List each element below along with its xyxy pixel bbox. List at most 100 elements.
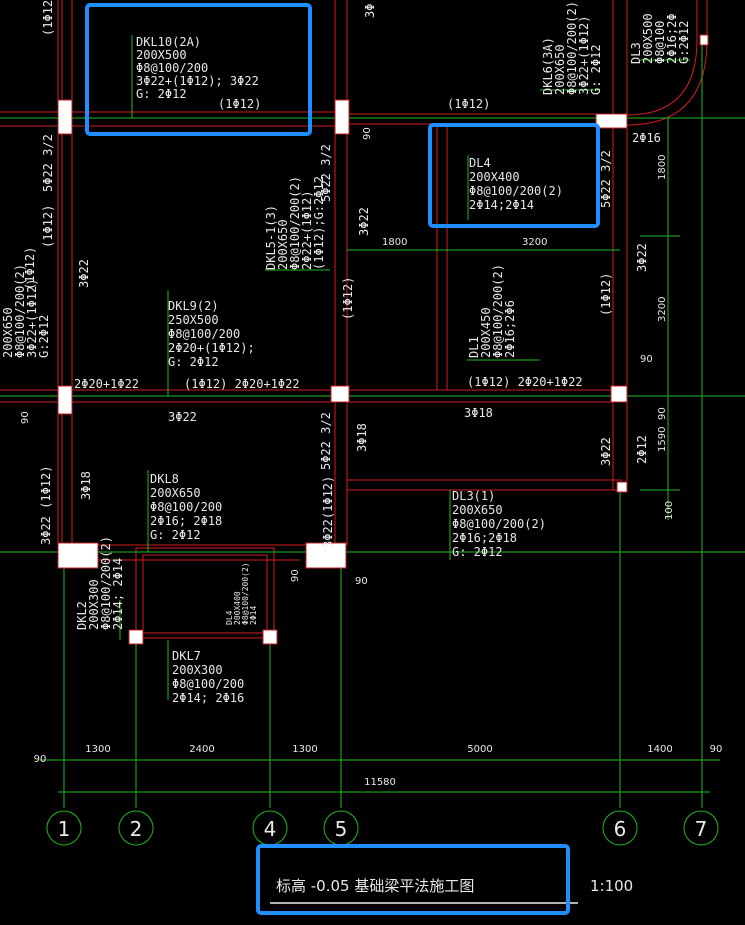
dkl8-name: DKL8 [150, 472, 179, 486]
dl1-under: 3Φ18 [464, 406, 493, 420]
label-dkl6: DKL6(3A) 200X650 Φ8@100/200(2) 3Φ22+(1Φ1… [541, 1, 603, 95]
dkl7-stirrup: Φ8@100/200 [172, 677, 244, 691]
dkl10-side: (1Φ12) [218, 97, 261, 111]
c5-d: 5Φ22 3/2 [319, 412, 333, 470]
dim-bottom-right90: 90 [710, 744, 723, 755]
top-c1: (1Φ12) [41, 0, 55, 36]
axis-label-2: 2 [130, 817, 143, 841]
dkl8-stirrup: Φ8@100/200 [150, 500, 222, 514]
left-beam-top-wrap: (1Φ12) [23, 247, 37, 290]
top-c4: 3Φ [363, 4, 377, 18]
label-dkl2: DKL2 200X300 Φ8@100/200(2) 2Φ14; 2Φ14 [75, 536, 125, 630]
dim-1590r: 1590 [657, 427, 668, 452]
c5-b: 5Φ22 3/2 [319, 144, 333, 202]
dkl5-size: 200X650 [276, 219, 290, 270]
dkl10-size: 200X500 [136, 48, 187, 62]
dkl10-g: G: 2Φ12 [136, 87, 187, 101]
dl3-size: 200X650 [452, 503, 503, 517]
highlight-dkl10 [85, 3, 312, 136]
c5-e: 3Φ22(1Φ12) [321, 476, 335, 548]
c6-b: 3Φ22 [635, 243, 649, 272]
c1-d: 3Φ18 [79, 471, 93, 500]
dim-3200r: 3200 [657, 297, 668, 322]
dl1-name: DL1 [467, 336, 481, 358]
c1-e: 3Φ22 (1Φ12) [39, 466, 53, 545]
dim-90left: 90 [20, 411, 31, 424]
left-beam-g: G:2Φ12 [37, 315, 51, 358]
axis-label-4: 4 [264, 817, 277, 841]
dkl9-left-rebar: 2Φ20+1Φ22 [74, 377, 139, 391]
dl1-row: (1Φ12) 2Φ20+1Φ22 [467, 375, 583, 389]
dim-1800a: 1800 [382, 237, 407, 248]
dkl6-g: G: 2Φ12 [589, 44, 603, 95]
dkl8-rebar: 2Φ16; 2Φ18 [150, 514, 222, 528]
dim-1800r: 1800 [657, 155, 668, 180]
axis-label-5: 5 [335, 817, 348, 841]
dkl5-rebar: 2Φ22+(1Φ12) [300, 191, 314, 270]
dkl6-stirrup: Φ8@100/200(2) [565, 1, 579, 95]
dl4-rebar: 2Φ14;2Φ14 [469, 198, 534, 212]
dl1-size: 200X450 [479, 307, 493, 358]
label-dl4-small: DL4 200X400 Φ8@100/200(2) 2Φ14 [225, 562, 258, 625]
label-dkl8: DKL8 200X650 Φ8@100/200 2Φ16; 2Φ18 G: 2Φ… [150, 472, 222, 542]
dim-total: 11580 [364, 777, 396, 788]
dkl2-size: 200X300 [87, 579, 101, 630]
dkl9-mid-rebar: (1Φ12) 2Φ20+1Φ22 [184, 377, 300, 391]
label-dkl7: DKL7 200X300 Φ8@100/200 2Φ14; 2Φ16 [172, 649, 244, 705]
dl3-g: G: 2Φ12 [452, 545, 503, 559]
dkl10-stirrup: Φ8@100/200 [136, 61, 208, 75]
axis-bubbles: 1 2 4 5 6 7 [46, 810, 719, 846]
c5-a: 3Φ22 [357, 207, 371, 236]
dkl8-size: 200X650 [150, 486, 201, 500]
dkl9-g: G: 2Φ12 [168, 355, 219, 369]
dkl6-rebar: 3Φ22+(1Φ12) [577, 16, 591, 95]
dl3-name: DL3(1) [452, 489, 495, 503]
dim-bottom-left90: 90 [34, 754, 47, 765]
dim-90c: 90 [290, 569, 301, 582]
c1-c: 3Φ22 [77, 259, 91, 288]
label-dkl5: DKL5-1(3) 200X650 Φ8@100/200(2) 2Φ22+(1Φ… [264, 176, 326, 270]
label-dl3: DL3(1) 200X650 Φ8@100/200(2) 2Φ16;2Φ18 G… [452, 489, 546, 559]
dl1-rebar: 2Φ16;2Φ6 [503, 300, 517, 358]
axis-label-1: 1 [58, 817, 71, 841]
dkl6-name: DKL6(3A) [541, 37, 555, 95]
highlight-dl4 [428, 123, 600, 228]
label-dkl9: DKL9(2) 250X500 Φ8@100/200 2Φ20+(1Φ12); … [74, 299, 300, 424]
dimensions: 1800 3200 90 90 90 90 90 1800 3200 90 15… [20, 127, 722, 788]
drawing-title: 标高 -0.05 基础梁平法施工图 [276, 877, 474, 895]
dim-100r: 100 [664, 501, 675, 520]
c6-e: 2Φ16 [632, 131, 661, 145]
dkl5-name: DKL5-1(3) [264, 205, 278, 270]
dl3-top-size: 200X500 [641, 13, 655, 64]
dim-bottom-5000: 5000 [467, 744, 492, 755]
c1-b: (1Φ12) [41, 205, 55, 248]
dim-90r: 90 [657, 407, 668, 420]
axis-label-6: 6 [614, 817, 627, 841]
axis-label-7: 7 [695, 817, 708, 841]
dim-bottom-2400: 2400 [189, 744, 214, 755]
dl3-top-g: G:2Φ12 [677, 21, 691, 64]
dl4-size: 200X400 [469, 170, 520, 184]
c6-c: (1Φ12) [599, 273, 613, 316]
label-dl3-top: DL3 200X500 Φ8@100 2Φ16;2Φ G:2Φ12 [629, 13, 691, 64]
left-beam-size: 200X650 [1, 307, 15, 358]
dkl7-rebar: 2Φ14; 2Φ16 [172, 691, 244, 705]
left-beam-stirrup: Φ8@100/200(2) [13, 264, 27, 358]
dim-90d: 90 [355, 576, 368, 587]
dim-bottom-1300a: 1300 [85, 744, 110, 755]
dkl10-right: (1Φ12) [341, 277, 355, 320]
dl1-stirrup: Φ8@100/200(2) [491, 264, 505, 358]
dkl9-rebar: 2Φ20+(1Φ12); [168, 341, 255, 355]
highlight-title [256, 844, 570, 915]
dkl10-name: DKL10(2A) [136, 35, 201, 49]
dl4-small-name: DL4 [225, 610, 234, 625]
left-beam-top: (1Φ12) [23, 247, 37, 290]
dl4-small-rebar: 2Φ14 [249, 606, 258, 625]
dim-90b: 90 [640, 354, 653, 365]
dkl2-name: DKL2 [75, 601, 89, 630]
dl4-stirrup: Φ8@100/200(2) [469, 184, 563, 198]
axis-lines [0, 35, 745, 808]
dim-90a: 90 [362, 127, 373, 140]
top-right-beam-label: (1Φ12) [447, 97, 490, 111]
